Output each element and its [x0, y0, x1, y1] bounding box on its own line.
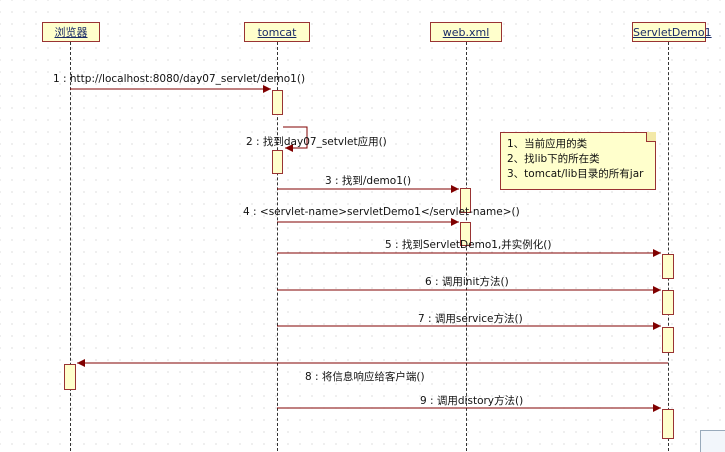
activation-servlet-3	[662, 327, 674, 353]
msg-label-7: 7 : 调用service方法()	[418, 313, 523, 325]
lifeline-head-browser[interactable]: 浏览器	[42, 22, 100, 42]
activation-servlet-1	[662, 254, 674, 279]
lifeline-servlet	[668, 42, 669, 451]
lifeline-head-webxml[interactable]: web.xml	[430, 22, 502, 42]
activation-webxml-2	[460, 222, 471, 246]
msg-label-6: 6 : 调用init方法()	[425, 276, 509, 288]
lifeline-head-tomcat[interactable]: tomcat	[244, 22, 310, 42]
activation-webxml-1	[460, 188, 471, 213]
note-line-2: 2、找lib下的所在类	[507, 153, 600, 165]
note-fold-corner	[646, 132, 656, 142]
lifeline-head-servlet[interactable]: ServletDemo1	[632, 22, 712, 42]
msg-label-9: 9 : 调用distory方法()	[420, 395, 524, 407]
msg-label-1: 1 : http://localhost:8080/day07_servlet/…	[53, 73, 306, 85]
activation-servlet-4	[662, 409, 674, 439]
msg-label-5: 5 : 找到ServletDemo1,并实例化()	[385, 239, 552, 251]
arrow-msg-2	[283, 126, 308, 152]
activation-tomcat-1	[272, 90, 283, 115]
msg-label-8: 8 : 将信息响应给客户端()	[305, 371, 425, 383]
msg-label-3: 3 : 找到/demo1()	[325, 175, 412, 187]
note-line-1: 1、当前应用的类	[507, 138, 588, 150]
msg-label-4: 4 : <servlet-name>servletDemo1</servlet-…	[243, 206, 520, 218]
msg-label-2: 2 : 找到day07_setvlet应用()	[246, 136, 387, 148]
lifeline-browser	[70, 42, 71, 451]
lifeline-webxml	[466, 42, 467, 451]
lifeline-tomcat	[277, 42, 278, 451]
window-corner	[700, 430, 725, 452]
activation-browser-1	[64, 364, 76, 390]
note[interactable]: 1、当前应用的类 2、找lib下的所在类 3、tomcat/lib目录的所有ja…	[500, 132, 656, 190]
activation-tomcat-2	[272, 150, 283, 174]
note-line-3: 3、tomcat/lib目录的所有jar	[507, 168, 644, 180]
activation-servlet-2	[662, 290, 674, 315]
